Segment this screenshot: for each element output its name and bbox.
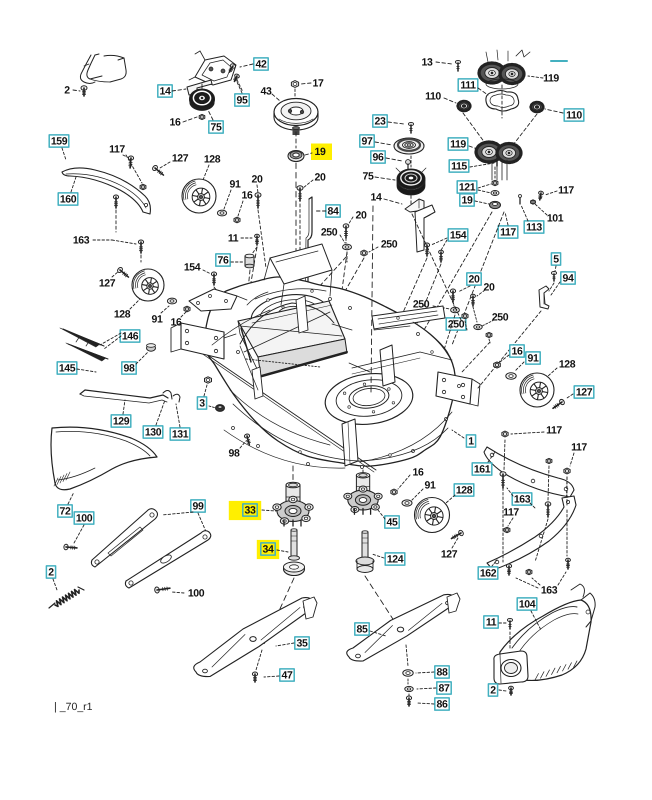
svg-text:42: 42 [256,59,267,71]
svg-text:43: 43 [261,86,272,98]
svg-text:20: 20 [484,282,495,294]
svg-text:128: 128 [456,485,473,497]
svg-text:154: 154 [450,230,467,242]
svg-text:19: 19 [315,146,326,158]
svg-text:163: 163 [73,235,90,247]
svg-text:115: 115 [451,161,467,173]
svg-text:129: 129 [113,416,130,428]
svg-text:20: 20 [469,274,480,286]
svg-text:250: 250 [492,312,509,324]
svg-text:163: 163 [541,585,558,597]
svg-text:128: 128 [559,359,576,371]
svg-text:104: 104 [519,599,536,611]
svg-text:117: 117 [503,507,519,519]
svg-text:11: 11 [228,233,239,245]
svg-text:250: 250 [321,227,338,239]
svg-text:119: 119 [450,139,466,151]
svg-text:117: 117 [500,227,516,239]
svg-text:117: 117 [546,425,562,437]
svg-text:128: 128 [204,154,221,166]
svg-text:16: 16 [413,467,424,479]
svg-text:162: 162 [480,568,497,580]
svg-text:100: 100 [188,588,205,600]
svg-text:5: 5 [553,254,559,266]
svg-text:161: 161 [474,464,491,476]
svg-text:163: 163 [514,494,531,506]
svg-text:23: 23 [375,116,386,128]
svg-text:13: 13 [422,57,433,69]
svg-text:35: 35 [297,638,308,650]
svg-text:1: 1 [468,436,474,448]
svg-text:111: 111 [460,80,476,92]
svg-text:250: 250 [413,299,430,311]
svg-text:84: 84 [328,206,339,218]
svg-text:16: 16 [512,346,523,358]
svg-text:20: 20 [252,174,263,186]
svg-text:94: 94 [563,273,574,285]
svg-text:14: 14 [371,192,382,204]
svg-text:16: 16 [170,117,181,129]
svg-text:98: 98 [229,448,240,460]
svg-text:127: 127 [172,153,189,165]
svg-text:160: 160 [60,194,77,206]
svg-text:91: 91 [425,480,436,492]
svg-text:124: 124 [387,554,404,566]
svg-text:72: 72 [60,506,71,518]
svg-text:91: 91 [152,314,163,326]
svg-text:16: 16 [171,317,182,329]
svg-text:146: 146 [122,331,139,343]
svg-text:113: 113 [526,222,542,234]
svg-text:110: 110 [425,91,441,103]
svg-text:91: 91 [528,353,539,365]
svg-text:16: 16 [242,190,253,202]
svg-text:117: 117 [109,144,125,156]
svg-text:145: 145 [59,363,76,375]
svg-text:101: 101 [547,213,564,225]
svg-text:91: 91 [230,179,241,191]
svg-text:127: 127 [99,278,116,290]
svg-text:154: 154 [184,262,201,274]
svg-text:159: 159 [51,136,68,148]
svg-text:130: 130 [145,427,162,439]
svg-text:95: 95 [237,95,248,107]
svg-text:99: 99 [193,501,204,513]
svg-text:250: 250 [448,319,465,331]
svg-text:20: 20 [315,172,326,184]
svg-text:128: 128 [114,309,131,321]
svg-text:2: 2 [48,567,54,579]
svg-text:20: 20 [356,210,367,222]
svg-text:45: 45 [387,517,398,529]
svg-text:110: 110 [566,110,582,122]
svg-text:85: 85 [357,624,368,636]
svg-text:17: 17 [313,78,324,90]
svg-text:14: 14 [160,86,171,98]
svg-text:33: 33 [245,505,256,517]
svg-text:47: 47 [282,670,293,682]
svg-text:96: 96 [373,152,384,164]
svg-text:98: 98 [124,363,135,375]
svg-text:2: 2 [64,85,70,97]
svg-text:121: 121 [459,182,476,194]
svg-text:19: 19 [462,195,473,207]
svg-text:3: 3 [199,398,205,410]
svg-text:75: 75 [363,171,374,183]
svg-text:76: 76 [218,255,229,267]
svg-text:86: 86 [437,699,448,711]
svg-text:❘_70_r1: ❘_70_r1 [51,701,93,713]
svg-text:11: 11 [486,617,497,629]
svg-text:34: 34 [263,544,274,556]
svg-text:131: 131 [172,429,189,441]
svg-text:117: 117 [558,185,574,197]
svg-text:117: 117 [571,442,587,454]
svg-text:2: 2 [490,685,496,697]
svg-text:119: 119 [543,73,559,85]
svg-text:250: 250 [381,239,398,251]
svg-text:75: 75 [211,122,222,134]
svg-text:127: 127 [441,549,458,561]
svg-text:97: 97 [362,136,373,148]
svg-text:88: 88 [437,667,448,679]
svg-text:127: 127 [576,387,593,399]
svg-text:100: 100 [76,513,93,525]
svg-text:87: 87 [439,683,450,695]
